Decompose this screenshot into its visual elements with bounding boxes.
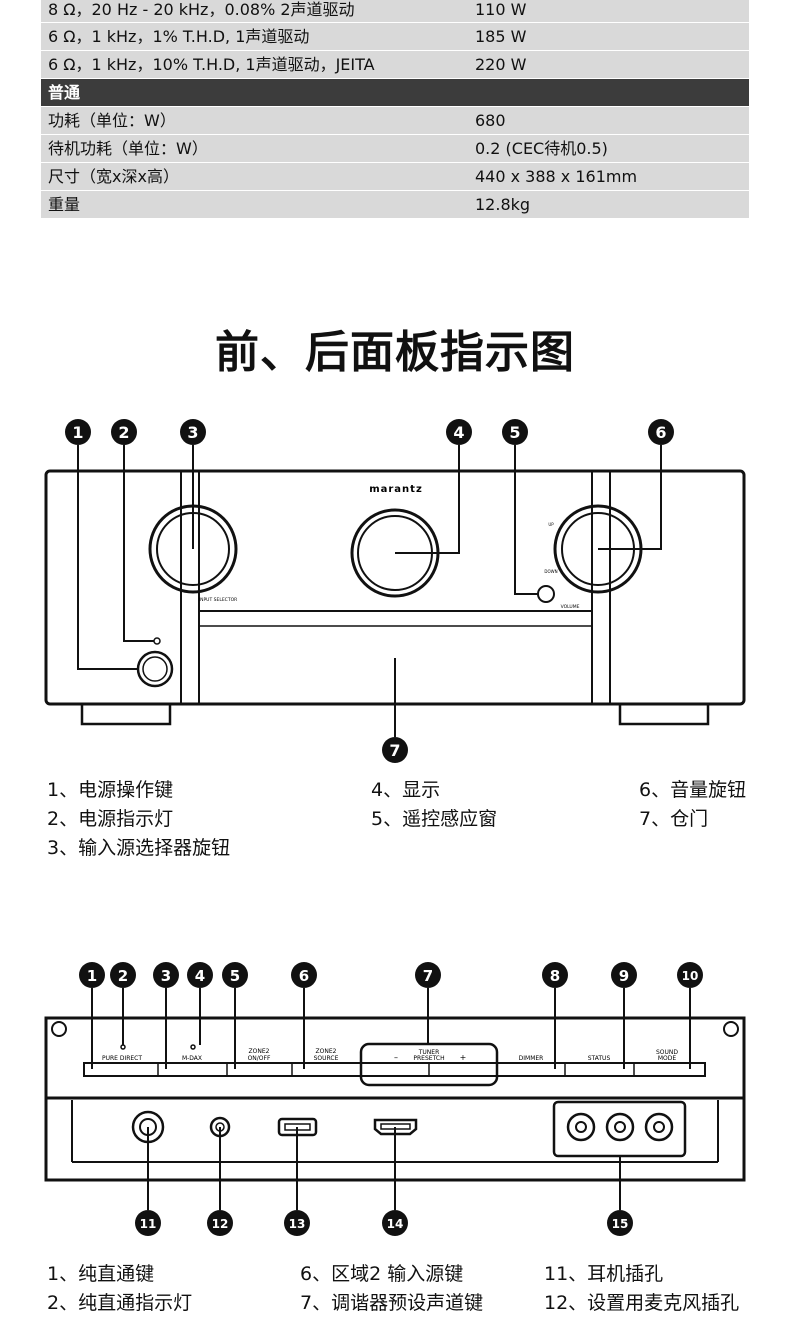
legend-item: 1、电源操作键 (47, 779, 174, 801)
tuner-label-2: PRESETCH (413, 1055, 444, 1062)
zone2-onoff-label-2: ON/OFF (248, 1055, 271, 1062)
callout-7: 7 (389, 741, 400, 760)
door-callout-14: 14 (387, 1217, 404, 1231)
spec-row: 6 Ω，1 kHz，10% T.H.D, 1声道驱动，JEITA 220 W (41, 51, 749, 79)
front-legend-col1: 1、电源操作键 2、电源指示灯 3、输入源选择器旋钮 (47, 776, 230, 863)
down-label: DOWN (544, 569, 557, 574)
door-callout-8: 8 (550, 967, 560, 985)
door-callout-9: 9 (619, 967, 629, 985)
callout-6: 6 (655, 423, 666, 442)
door-callout-4: 4 (195, 967, 205, 985)
front-panel-diagram: marantz INPUT SELECTOR VOLUME UP DOWN 1 … (44, 419, 746, 763)
spec-value: 0.2 (CEC待机0.5) (475, 139, 608, 158)
spec-value: 12.8kg (475, 195, 531, 214)
mdax-label: M-DAX (182, 1055, 202, 1062)
spec-table: 8 Ω，20 Hz - 20 kHz，0.08% 2声道驱动 110 W 6 Ω… (41, 0, 749, 219)
callout-1: 1 (72, 423, 83, 442)
spec-value: 680 (475, 111, 506, 130)
up-label: UP (548, 522, 554, 527)
spec-row: 重量 12.8kg (41, 191, 749, 219)
door-callout-11: 11 (140, 1217, 157, 1231)
door-callout-6: 6 (299, 967, 309, 985)
spec-value: 220 W (475, 55, 527, 74)
front-legend-col3: 6、音量旋钮 7、仓门 (639, 776, 746, 834)
legend-item: 6、区域2 输入源键 (300, 1263, 464, 1285)
legend-item: 3、输入源选择器旋钮 (47, 837, 231, 859)
door-callout-2: 2 (118, 967, 128, 985)
spec-row: 6 Ω，1 kHz，1% T.H.D, 1声道驱动 185 W (41, 23, 749, 51)
spec-row: 尺寸（宽x深x高） 440 x 388 x 161mm (41, 163, 749, 191)
spec-label: 8 Ω，20 Hz - 20 kHz，0.08% 2声道驱动 (48, 0, 355, 19)
door-legend-col3: 11、耳机插孔 12、设置用麦克风插孔 (544, 1260, 739, 1318)
front-callouts: 1 2 3 4 5 6 7 (65, 419, 674, 763)
spec-value: 440 x 388 x 161mm (475, 167, 638, 186)
spec-row: 功耗（单位：W） 680 (41, 107, 749, 135)
legend-item: 12、设置用麦克风插孔 (544, 1292, 740, 1314)
spec-label: 6 Ω，1 kHz，10% T.H.D, 1声道驱动，JEITA (48, 55, 375, 74)
section-header-label: 普通 (48, 83, 81, 102)
callout-3: 3 (187, 423, 198, 442)
door-callout-13: 13 (289, 1217, 306, 1231)
spec-value: 185 W (475, 27, 527, 46)
spec-label: 重量 (48, 195, 81, 214)
volume-label: VOLUME (561, 604, 580, 610)
front-legend-col2: 4、显示 5、遥控感应窗 (371, 776, 497, 834)
legend-item: 1、纯直通键 (47, 1263, 155, 1285)
spec-label: 功耗（单位：W） (48, 111, 176, 130)
legend-item: 2、纯直通指示灯 (47, 1292, 193, 1314)
sound-mode-label-2: MODE (658, 1055, 677, 1062)
door-callout-12: 12 (212, 1217, 229, 1231)
spec-label: 待机功耗（单位：W） (48, 139, 208, 158)
door-callout-15: 15 (612, 1217, 629, 1231)
spec-section-header: 普通 (41, 79, 749, 107)
callout-5: 5 (509, 423, 520, 442)
tuner-plus-label: + (460, 1053, 467, 1062)
door-callout-3: 3 (161, 967, 171, 985)
legend-item: 5、遥控感应窗 (371, 808, 498, 830)
status-label: STATUS (588, 1055, 611, 1062)
door-panel-diagram: PURE DIRECT M-DAX ZONE2 ON/OFF ZONE2 SOU… (44, 962, 746, 1236)
tuner-minus-label: – (394, 1053, 398, 1062)
dimmer-label: DIMMER (519, 1055, 544, 1062)
zone2-source-label-2: SOURCE (314, 1055, 339, 1062)
sound-mode-label-1: SOUND (656, 1049, 678, 1056)
zone2-source-label-1: ZONE2 (316, 1048, 337, 1055)
door-callout-7: 7 (423, 967, 433, 985)
input-selector-label: INPUT SELECTOR (199, 597, 238, 603)
pure-direct-label: PURE DIRECT (102, 1055, 142, 1062)
spec-label: 6 Ω，1 kHz，1% T.H.D, 1声道驱动 (48, 27, 310, 46)
spec-value: 110 W (475, 0, 527, 19)
spec-row: 待机功耗（单位：W） 0.2 (CEC待机0.5) (41, 135, 749, 163)
door-callout-5: 5 (230, 967, 240, 985)
door-callout-10: 10 (682, 969, 699, 983)
door-legend-col2: 6、区域2 输入源键 7、调谐器预设声道键 (300, 1260, 483, 1318)
legend-item: 4、显示 (371, 779, 441, 801)
zone2-onoff-label-1: ZONE2 (249, 1048, 270, 1055)
door-callout-1: 1 (87, 967, 97, 985)
legend-item: 7、仓门 (639, 808, 709, 830)
tuner-label-1: TUNER (418, 1049, 440, 1056)
spec-row: 8 Ω，20 Hz - 20 kHz，0.08% 2声道驱动 110 W (41, 0, 749, 23)
legend-item: 2、电源指示灯 (47, 808, 174, 830)
legend-item: 6、音量旋钮 (639, 779, 747, 801)
legend-item: 7、调谐器预设声道键 (300, 1292, 484, 1314)
door-legend-col1: 1、纯直通键 2、纯直通指示灯 (47, 1260, 192, 1318)
legend-item: 11、耳机插孔 (544, 1263, 664, 1285)
callout-4: 4 (453, 423, 464, 442)
callout-2: 2 (118, 423, 129, 442)
page-title: 前、后面板指示图 (215, 327, 575, 378)
spec-label: 尺寸（宽x深x高） (48, 167, 179, 186)
brand-logo: marantz (369, 484, 423, 495)
